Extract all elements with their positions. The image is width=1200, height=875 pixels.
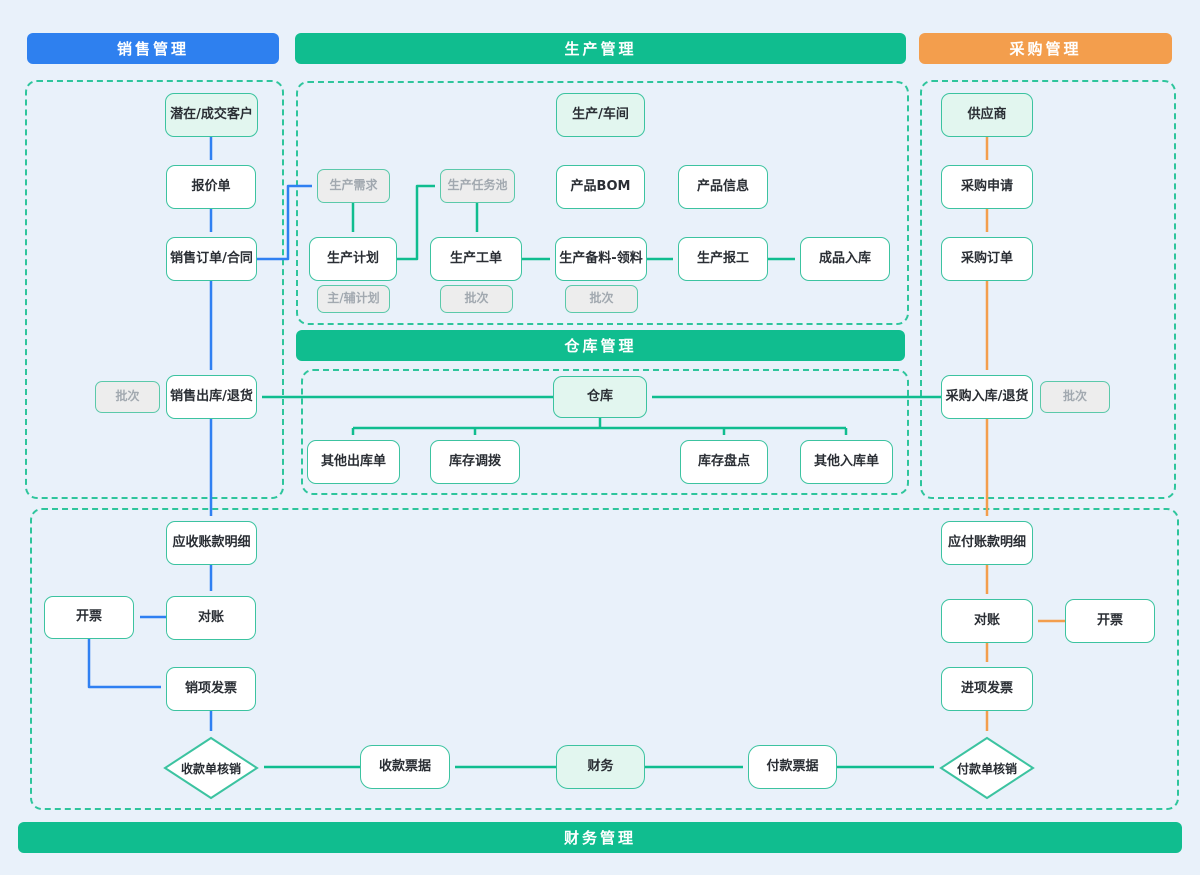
node-payment-writeoff[interactable]: 付款单核销: [939, 736, 1035, 800]
node-customer[interactable]: 潜在/成交客户: [165, 93, 258, 137]
node-other-in[interactable]: 其他入库单: [800, 440, 893, 484]
node-recon-purchase[interactable]: 对账: [941, 599, 1033, 643]
node-batch-material[interactable]: 批次: [565, 285, 638, 313]
node-task-pool[interactable]: 生产任务池: [440, 169, 515, 203]
node-finance[interactable]: 财务: [556, 745, 645, 789]
node-workshop[interactable]: 生产/车间: [556, 93, 645, 137]
node-purchase-order[interactable]: 采购订单: [941, 237, 1033, 281]
finance-header-bar: 财务管理: [18, 822, 1182, 853]
node-batch-workorder[interactable]: 批次: [440, 285, 513, 313]
node-recon-sales[interactable]: 对账: [166, 596, 256, 640]
node-receipt-writeoff[interactable]: 收款单核销: [163, 736, 259, 800]
finance-module-container: [30, 508, 1179, 810]
node-finished-in[interactable]: 成品入库: [800, 237, 890, 281]
node-stock-transfer[interactable]: 库存调拨: [430, 440, 520, 484]
diamond-shape: [163, 736, 259, 800]
sales-module-container: [25, 80, 284, 499]
node-prod-info[interactable]: 产品信息: [678, 165, 768, 209]
node-sales-invoice[interactable]: 销项发票: [166, 667, 256, 711]
node-sales-out[interactable]: 销售出库/退货: [166, 375, 257, 419]
node-invoice-purchase[interactable]: 开票: [1065, 599, 1155, 643]
node-invoice-sales[interactable]: 开票: [44, 596, 134, 639]
node-ar-detail[interactable]: 应收账款明细: [166, 521, 257, 565]
purchase-header-bar: 采购管理: [919, 33, 1172, 64]
warehouse-module-container: [301, 369, 909, 495]
node-payment-writeoff-label: 付款单核销: [956, 761, 1017, 776]
node-ap-detail[interactable]: 应付账款明细: [941, 521, 1033, 565]
node-purchase-in[interactable]: 采购入库/退货: [941, 375, 1033, 419]
node-prod-plan[interactable]: 生产计划: [309, 237, 397, 281]
node-supplier[interactable]: 供应商: [941, 93, 1033, 137]
node-batch-purchase[interactable]: 批次: [1040, 381, 1110, 413]
node-other-out[interactable]: 其他出库单: [307, 440, 400, 484]
node-main-aux-plan[interactable]: 主/辅计划: [317, 285, 390, 313]
node-stock-take[interactable]: 库存盘点: [680, 440, 768, 484]
node-material[interactable]: 生产备料-领料: [555, 237, 647, 281]
node-warehouse[interactable]: 仓库: [553, 376, 647, 418]
sales-header-bar: 销售管理: [27, 33, 279, 64]
node-input-invoice[interactable]: 进项发票: [941, 667, 1033, 711]
production-header-bar: 生产管理: [295, 33, 906, 64]
node-work-report[interactable]: 生产报工: [678, 237, 768, 281]
node-sales-order[interactable]: 销售订单/合同: [166, 237, 257, 281]
node-receipt-writeoff-label: 收款单核销: [180, 761, 241, 776]
node-bom[interactable]: 产品BOM: [556, 165, 645, 209]
node-batch-sales[interactable]: 批次: [95, 381, 160, 413]
node-prod-demand[interactable]: 生产需求: [317, 169, 390, 203]
node-quote[interactable]: 报价单: [166, 165, 256, 209]
warehouse-header-bar: 仓库管理: [296, 330, 905, 361]
purchase-module-container: [920, 80, 1176, 499]
node-purchase-request[interactable]: 采购申请: [941, 165, 1033, 209]
node-payment-note[interactable]: 付款票据: [748, 745, 837, 789]
node-receipt-note[interactable]: 收款票据: [360, 745, 450, 789]
diamond-shape: [939, 736, 1035, 800]
node-work-order[interactable]: 生产工单: [430, 237, 522, 281]
